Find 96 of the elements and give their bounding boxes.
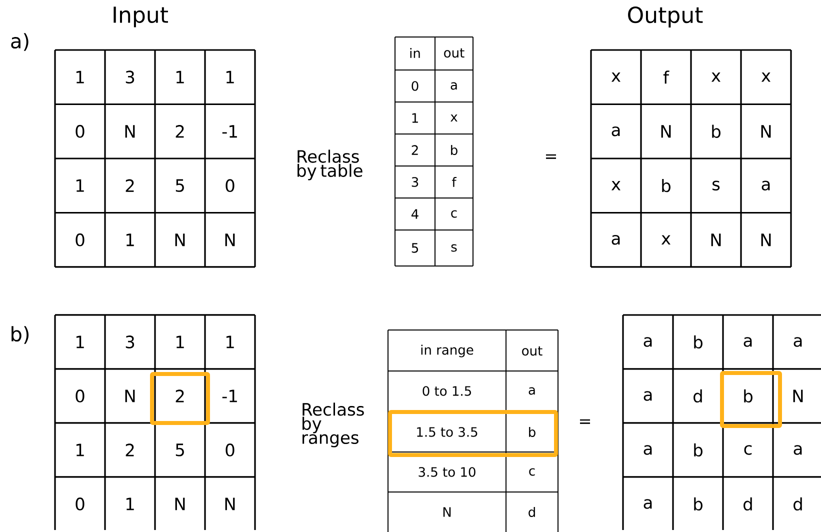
grid-value: 1	[176, 70, 184, 84]
equals-sign: =	[580, 419, 590, 424]
grid-value: N	[793, 390, 803, 402]
grid-value: 5	[176, 444, 184, 456]
grid-title: Output	[628, 6, 703, 28]
method-label: Reclass by ranges	[302, 402, 364, 448]
grid-value: N	[175, 498, 185, 510]
grid-value: 1	[76, 336, 84, 348]
grid-value: 1	[226, 336, 234, 348]
grid-value: 2	[126, 444, 134, 456]
table-entry: a	[450, 82, 457, 90]
table-entry: out	[522, 346, 542, 356]
grid-value: x	[761, 72, 770, 82]
table-entry: f	[452, 177, 457, 187]
grid-value: b	[712, 124, 720, 138]
grid-value: a	[644, 337, 652, 347]
grid-value: N	[225, 498, 235, 510]
grid-value: d	[744, 497, 752, 511]
grid-value: a	[644, 445, 652, 455]
grid-value: 1	[126, 234, 134, 246]
panel-label: b)	[12, 326, 29, 344]
grid-value: a	[644, 499, 652, 509]
grid-value: a	[762, 180, 770, 190]
grid-value: a	[612, 235, 620, 245]
grid-value: 3	[126, 70, 134, 84]
grid-value: 3	[126, 336, 134, 348]
grid-value: 0	[76, 498, 84, 510]
grid-value: N	[761, 234, 771, 246]
grid-value: N	[761, 125, 771, 138]
table-entry: s	[451, 244, 457, 252]
table-entry: 2	[412, 145, 418, 155]
table-entry: 3	[412, 177, 418, 187]
grid-value: 0	[76, 124, 84, 138]
grid-value: N	[661, 125, 671, 138]
grid-value: -1	[222, 125, 237, 138]
grid-value: d	[794, 497, 802, 511]
grid-value: 1	[76, 444, 84, 456]
grid-value: a	[794, 445, 802, 455]
grid-value: 5	[176, 179, 184, 192]
grid-value: d	[694, 389, 702, 403]
grid-value: 0	[226, 179, 234, 192]
table-entry: 0 to 1.5	[422, 386, 471, 396]
grid-value: s	[712, 180, 720, 190]
grid-value: -1	[222, 390, 237, 402]
table-entry: 4	[412, 209, 418, 219]
grid-value: 1	[76, 70, 84, 84]
grid-value: x	[661, 235, 670, 245]
table-entry: out	[444, 48, 464, 58]
grid-value: 0	[226, 444, 234, 456]
panel-label: a)	[11, 33, 28, 51]
grid-value: a	[744, 337, 752, 347]
grid-value: a	[794, 337, 802, 347]
table-entry: 1	[412, 113, 418, 123]
grid-value: x	[611, 180, 620, 190]
table-entry: b	[529, 426, 536, 438]
grid-value: b	[694, 497, 702, 511]
grid-value: 1	[126, 498, 134, 510]
grid-value: b	[662, 179, 670, 192]
table-entry: x	[450, 114, 458, 122]
grid-value: 1	[176, 336, 184, 348]
grid-value: a	[644, 391, 652, 401]
table-entry: b	[451, 144, 458, 156]
grid-value: 1	[76, 179, 84, 192]
grid-value: b	[744, 389, 752, 403]
table-entry: 5	[412, 243, 418, 253]
grid-value: c	[744, 445, 752, 455]
grid-value: b	[694, 335, 702, 349]
grid-value: N	[225, 234, 235, 246]
grid-title: Input	[114, 6, 168, 28]
table-entry: c	[529, 468, 535, 476]
grid-value: N	[711, 234, 721, 246]
table-entry: N	[443, 507, 451, 517]
grid-value: 2	[176, 125, 184, 138]
grid-value: 0	[76, 390, 84, 402]
grid-value: N	[125, 390, 135, 402]
table-entry: in range	[421, 344, 474, 358]
grid-value: 2	[176, 390, 184, 402]
table-entry: in	[410, 48, 420, 58]
grid-value: 1	[226, 70, 234, 84]
table-entry: a	[528, 387, 535, 395]
table-entry: 1.5 to 3.5	[417, 427, 478, 437]
grid-value: a	[612, 126, 620, 136]
grid-value: 2	[126, 179, 134, 192]
grid-value: N	[175, 234, 185, 246]
method-label: Reclass by table	[298, 150, 362, 180]
grid-value: x	[611, 72, 620, 82]
table-entry: 0	[412, 81, 418, 91]
table-entry: 3.5 to 10	[418, 467, 476, 477]
grid-value: x	[711, 72, 720, 82]
grid-value: 0	[76, 233, 84, 246]
grid-value: f	[663, 70, 670, 84]
table-entry: c	[451, 210, 457, 218]
equals-sign: =	[546, 154, 556, 159]
grid-value: b	[694, 443, 702, 457]
grid-value: N	[125, 125, 135, 138]
table-entry: d	[528, 506, 535, 518]
